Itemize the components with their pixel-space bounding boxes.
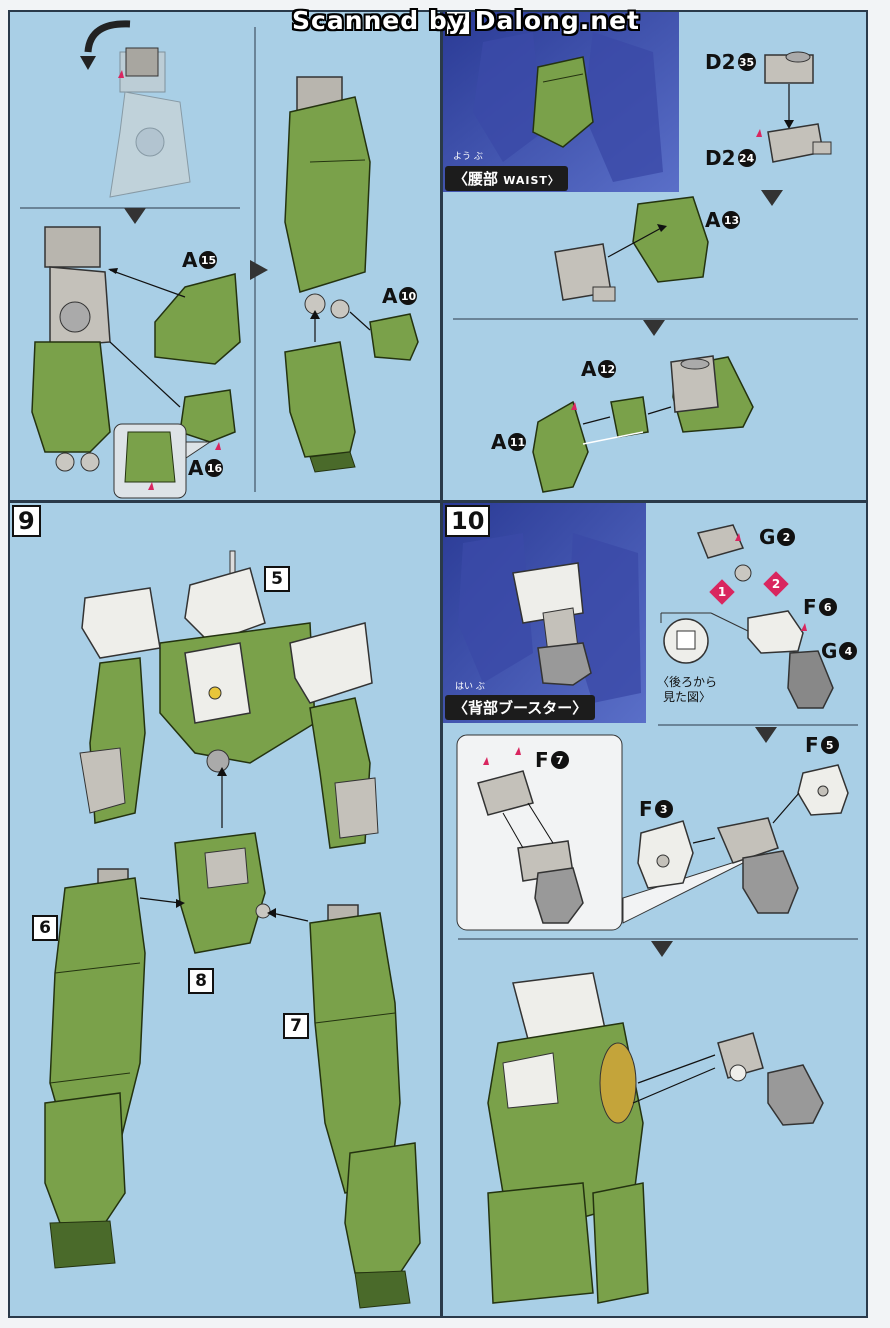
step10-illustration [443,503,858,1304]
back-view-caption-line1: 〈後ろから [657,675,718,689]
part-number-f6: 6 [818,598,837,616]
part-number-d2-35: 35 [737,53,756,71]
part-number-a10: 10 [399,287,418,305]
part-number-f3: 3 [654,800,673,818]
part-8-label: 8 [188,968,214,994]
waist-callout: 〈腰部 WAIST〉 [445,166,568,191]
waist-callout-main: 〈腰部 [453,170,499,188]
back-view-caption: 〈後ろから 見た図〉 [657,675,717,705]
back-booster-callout-ruby: はい ぶ [455,682,485,692]
part-7-label: 7 [283,1013,309,1039]
step9-illustration [44,550,421,1309]
step8-left-illustration [20,20,419,499]
rotate-arrow-icon [84,20,131,53]
waist-callout-latin: WAIST〉 [503,174,560,187]
part-number-a12: 12 [598,360,617,378]
order-marker-2: 2 [763,571,789,597]
part-number-g4: 4 [839,642,858,660]
part-6-label: 6 [32,915,58,941]
step9-number: 9 [12,505,41,537]
part-number-a15: 15 [199,251,218,269]
back-booster-callout: 〈背部ブースター〉 [445,695,596,720]
part-number-f5: 5 [820,736,839,754]
part-number-a13: 13 [722,211,741,229]
back-view-caption-line2: 見た図〉 [663,690,712,704]
part-number-d2-24: 24 [737,149,756,167]
part-number-a11: 11 [508,433,527,451]
part-5-label: 5 [264,566,290,592]
waist-callout-ruby: よう ぶ [453,152,483,162]
order-marker-1: 1 [709,579,735,605]
watermark: Scanned by Dalong.net [292,6,641,35]
step8-number: 8 [445,12,471,36]
part-number-a16: 16 [205,459,224,477]
step10-number: 10 [445,505,491,537]
step9-panel: 9 5 6 8 7 [8,501,442,1318]
step8-waist-illustration [443,12,858,493]
part-number-f7: 7 [550,751,569,769]
part-number-g2: 2 [777,528,796,546]
